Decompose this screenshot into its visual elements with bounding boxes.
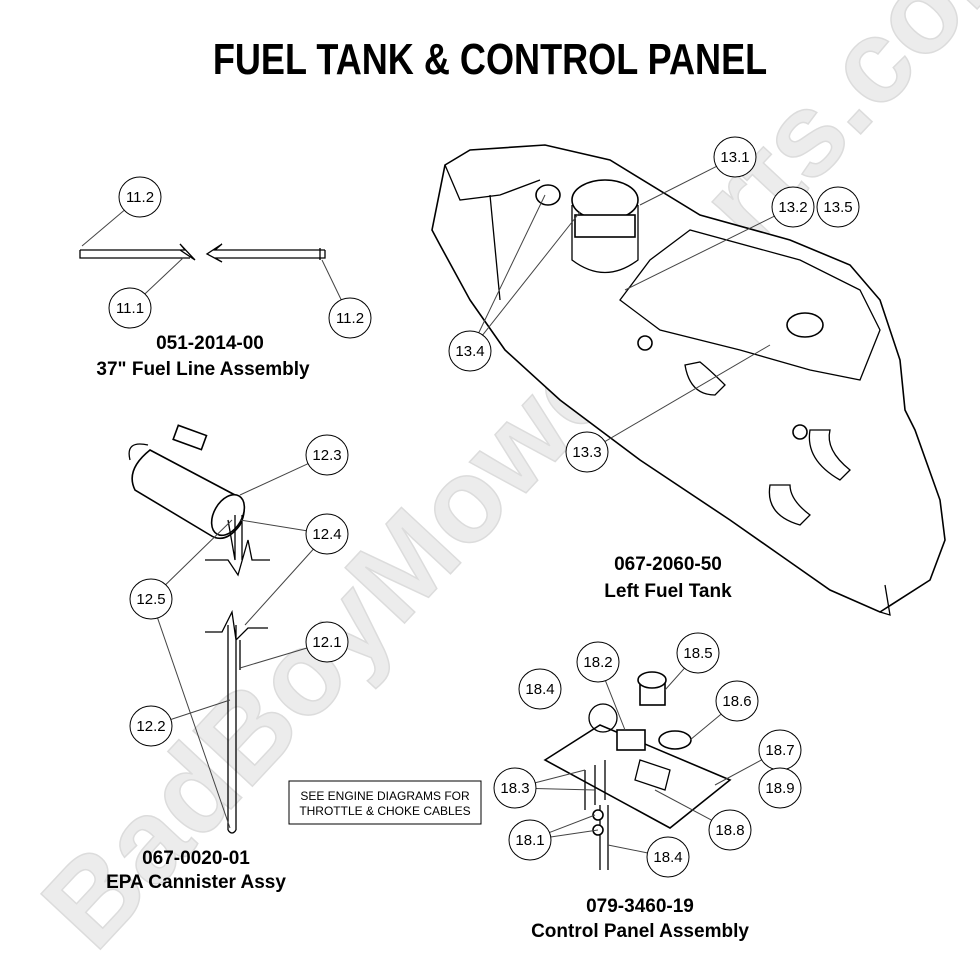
note-line-1: SEE ENGINE DIAGRAMS FOR <box>300 789 470 803</box>
note-line-2: THROTTLE & CHOKE CABLES <box>299 804 470 818</box>
callout-bubble: 12.4 <box>305 513 349 555</box>
callout-label: 11.1 <box>116 300 144 317</box>
callout-bubble: 18.5 <box>676 632 720 674</box>
callout-bubble: 18.3 <box>493 767 537 809</box>
leader-line <box>714 759 763 786</box>
leader-line <box>607 844 649 854</box>
callout-label: 18.4 <box>653 849 682 866</box>
callout-bubble: 11.2 <box>328 297 372 339</box>
callout-label: 12.3 <box>312 447 341 464</box>
leader-line <box>689 713 722 741</box>
callout-label: 18.1 <box>515 832 544 849</box>
leader-line <box>169 699 231 721</box>
callout-label: 18.8 <box>715 822 744 839</box>
leader-line <box>482 211 581 336</box>
leader-line <box>157 617 231 829</box>
callout-label: 12.1 <box>312 634 341 651</box>
callout-bubble: 18.6 <box>715 680 759 722</box>
assembly-captions: 051-2014-00 37" Fuel Line Assembly 067-2… <box>96 333 749 942</box>
callout-bubble: 12.3 <box>305 434 349 476</box>
callout-bubble: 18.8 <box>708 809 752 851</box>
assembly-name: 37" Fuel Line Assembly <box>96 359 310 380</box>
fuel-line-drawing <box>79 243 326 263</box>
callout-label: 11.2 <box>336 310 364 327</box>
callout-label: 11.2 <box>126 189 154 206</box>
leader-line <box>239 647 308 669</box>
callout-bubble: 12.5 <box>129 578 173 620</box>
assembly-name: EPA Cannister Assy <box>106 872 286 893</box>
callout-label: 12.2 <box>136 718 165 735</box>
leader-line <box>478 194 546 334</box>
callout-label: 12.4 <box>312 526 341 543</box>
leader-line <box>548 814 596 834</box>
part-number: 067-0020-01 <box>142 848 250 869</box>
leader-line <box>534 769 586 784</box>
callout-bubble: 18.7 <box>758 729 802 771</box>
callout-bubble: 11.2 <box>118 176 162 218</box>
canister-drawing <box>128 424 270 834</box>
callout-label: 18.6 <box>722 693 751 710</box>
leader-line <box>244 548 314 626</box>
callout-bubble: 18.9 <box>758 767 802 809</box>
callout-bubble: 18.4 <box>646 836 690 878</box>
callout-label: 13.4 <box>455 343 484 360</box>
leader-line <box>604 344 771 443</box>
part-number: 051-2014-00 <box>156 333 264 354</box>
leader-line <box>549 829 599 838</box>
leader-line <box>654 789 713 822</box>
callout-bubble: 13.2 <box>771 186 815 228</box>
callout-bubble: 13.3 <box>565 431 609 473</box>
leader-line <box>639 165 718 206</box>
leader-line <box>164 519 233 586</box>
callout-label: 18.2 <box>583 654 612 671</box>
callout-bubble: 13.1 <box>713 136 757 178</box>
leader-line <box>664 667 686 691</box>
callout-bubble: 13.4 <box>448 330 492 372</box>
callout-label: 18.7 <box>765 742 794 759</box>
leader-line <box>624 215 776 291</box>
callout-label: 18.4 <box>525 681 554 698</box>
leader-line <box>534 787 596 791</box>
callout-label: 13.2 <box>778 199 807 216</box>
callout-label: 13.1 <box>720 149 749 166</box>
callout-label: 13.5 <box>823 199 852 216</box>
assembly-name: Left Fuel Tank <box>604 581 732 602</box>
leader-line <box>239 462 310 496</box>
callout-bubble: 18.2 <box>576 641 620 683</box>
note-box: SEE ENGINE DIAGRAMS FOR THROTTLE & CHOKE… <box>288 780 482 825</box>
control-panel-drawing <box>543 671 732 870</box>
callout-bubble: 13.5 <box>816 186 860 228</box>
leader-line <box>81 209 126 247</box>
callouts: 11.2 11.1 11.2 13.1 13.2 13.5 13.4 13.3 12.3 12.4… <box>81 136 860 878</box>
callout-bubble: 18.1 <box>508 819 552 861</box>
part-number: 079-3460-19 <box>586 896 694 917</box>
leader-line <box>144 257 184 295</box>
callout-label: 18.9 <box>765 780 794 797</box>
page-title: FUEL TANK & CONTROL PANEL <box>213 35 767 84</box>
callout-bubble: 12.1 <box>305 621 349 663</box>
part-number: 067-2060-50 <box>614 554 722 575</box>
leader-line <box>604 680 626 731</box>
callout-label: 18.5 <box>683 645 712 662</box>
callout-label: 13.3 <box>572 444 601 461</box>
callout-bubble: 12.2 <box>129 705 173 747</box>
callout-bubble: 11.1 <box>108 287 152 329</box>
leader-line <box>239 519 308 532</box>
callout-bubble: 18.4 <box>518 668 562 710</box>
leader-line <box>321 259 342 301</box>
assembly-name: Control Panel Assembly <box>531 921 749 942</box>
callout-label: 18.3 <box>500 780 529 797</box>
fuel-tank-drawing <box>431 144 946 616</box>
callout-label: 12.5 <box>136 591 165 608</box>
